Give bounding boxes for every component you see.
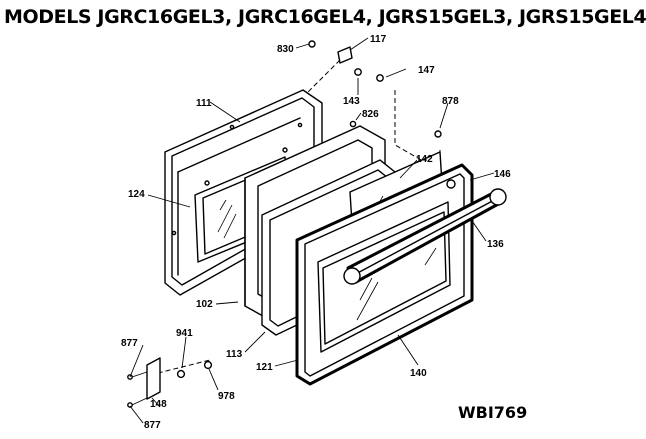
callout-148: 148 bbox=[150, 399, 167, 410]
callout-978: 978 bbox=[218, 391, 235, 402]
drawing-code: WBI769 bbox=[458, 403, 527, 422]
callout-146: 146 bbox=[494, 169, 511, 180]
callout-143: 143 bbox=[343, 96, 360, 107]
callout-878: 878 bbox=[442, 96, 459, 107]
callout-111: 111 bbox=[196, 98, 212, 109]
page-title: MODELS JGRC16GEL3, JGRC16GEL4, JGRS15GEL… bbox=[4, 6, 646, 28]
callout-877-upper: 877 bbox=[121, 338, 138, 349]
callout-113: 113 bbox=[226, 349, 243, 360]
callout-830: 830 bbox=[277, 44, 294, 55]
callout-117: 117 bbox=[370, 34, 387, 45]
callout-142: 142 bbox=[416, 154, 433, 165]
lower-hinge-hardware-148 bbox=[127, 357, 213, 408]
callout-877-lower: 877 bbox=[144, 420, 161, 431]
hinge-hardware-117 bbox=[308, 40, 456, 189]
callout-147: 147 bbox=[418, 65, 435, 76]
callout-136: 136 bbox=[487, 239, 504, 250]
leader-lines bbox=[129, 37, 495, 424]
handle-part-136 bbox=[343, 188, 507, 285]
callout-102: 102 bbox=[196, 299, 213, 310]
callout-140: 140 bbox=[410, 368, 427, 379]
callout-941: 941 bbox=[176, 328, 193, 339]
callout-labels: 111 124 102 113 121 140 136 146 142 878 … bbox=[121, 34, 511, 431]
outer-door-part-140 bbox=[295, 163, 474, 386]
callout-121: 121 bbox=[256, 362, 273, 373]
callout-124: 124 bbox=[128, 189, 145, 200]
callout-826: 826 bbox=[362, 109, 379, 120]
